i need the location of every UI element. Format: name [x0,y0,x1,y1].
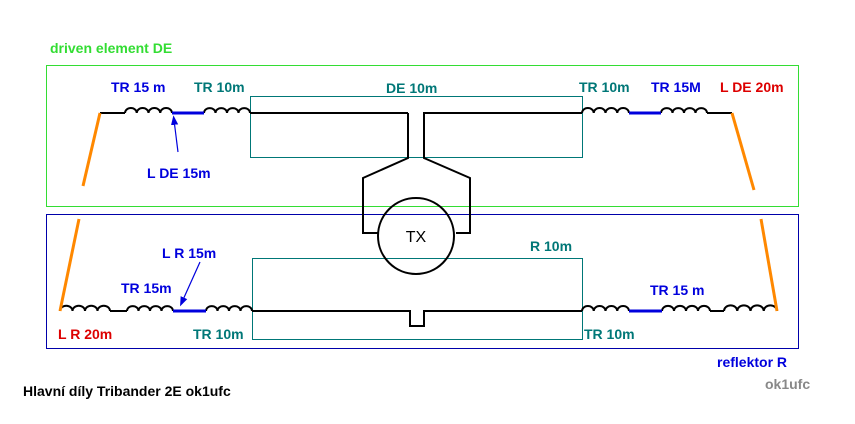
r-left-trap-15m [126,305,174,312]
r-center-label: R 10m [530,238,572,254]
de-frame-label: driven element DE [50,40,172,56]
de-left-trap-10m [203,107,251,114]
coil-winding [205,305,253,312]
coil-winding [203,107,251,114]
coil-winding [59,304,111,312]
l-de-15m-arrow [171,115,179,153]
de-left-l15-label: L DE 15m [147,165,211,181]
coil-winding [126,305,174,312]
de-right-tr15-label: TR 15M [651,79,701,95]
de-left-tr15-label: TR 15 m [111,79,165,95]
author-credit: ok1ufc [765,376,810,392]
de-right-l20-label: L DE 20m [720,79,784,95]
r-right-element-end [759,218,779,312]
tx-transmitter [377,197,455,275]
coil-winding [124,107,173,114]
coil-winding [661,304,711,312]
reflector-frame [46,214,799,349]
r-right-tr10-label: TR 10m [584,326,635,342]
de-left-trap-15m [124,107,173,114]
diagram-title: Hlavní díly Tribander 2E ok1ufc [23,383,231,399]
de-left-tr10-label: TR 10m [194,79,245,95]
driven-element-frame [46,65,799,207]
de-right-wiring [423,107,732,234]
r-left-tr10-label: TR 10m [193,326,244,342]
de-left-element-end [81,112,102,187]
coil-winding [723,304,778,312]
r-right-coil-20m [723,304,778,312]
r-right-trap-15m [661,304,711,312]
de-center-label: DE 10m [386,80,437,96]
r-left-wiring [59,304,582,327]
de-right-element-end [730,112,756,191]
de-right-trap-10m [581,107,630,114]
r-left-l15-label: L R 15m [162,245,216,261]
r-left-trap-10m [205,305,253,312]
r-left-l20-label: L R 20m [58,326,112,342]
de-10m-box [250,96,583,158]
l-r-15m-arrow [180,261,201,307]
r-right-trap-10m [581,305,630,312]
de-left-wiring [100,107,409,234]
de-right-trap-15m [660,107,708,114]
coil-winding [660,107,708,114]
r-right-tr15-label: TR 15 m [650,282,704,298]
r-right-wiring [581,304,778,312]
r-left-tr15-label: TR 15m [121,280,172,296]
coil-winding [581,107,630,114]
r-left-element-end [58,218,81,312]
coil-winding [581,305,630,312]
r-frame-label: reflektor R [717,354,787,370]
de-right-tr10-label: TR 10m [579,79,630,95]
tx-label: TX [406,229,427,246]
r-left-coil-20m [59,304,111,312]
r-10m-box [252,258,583,340]
